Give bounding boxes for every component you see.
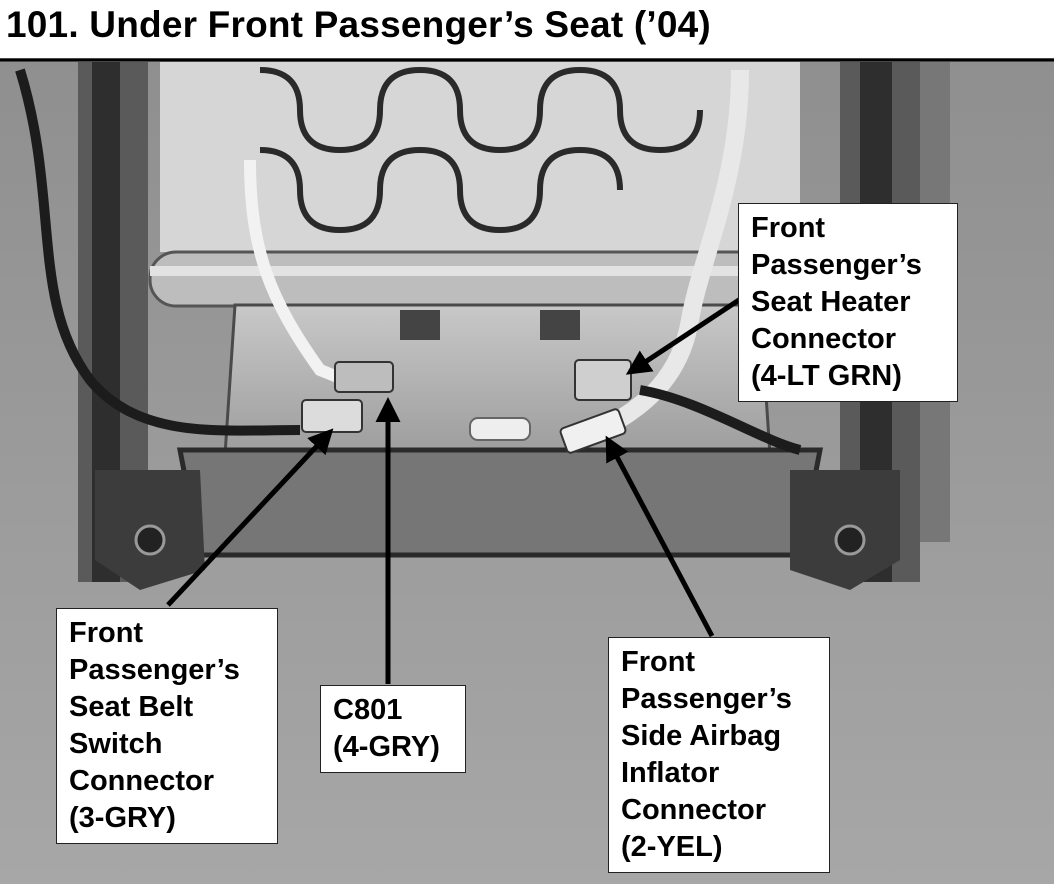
callout-seat-belt-switch-connector: Front Passenger’s Seat Belt Switch Conne… (56, 608, 278, 844)
callout-c801: C801 (4-GRY) (320, 685, 466, 773)
seat-spring (259, 66, 703, 154)
c801-connector (334, 361, 394, 393)
callout-line: (4-GRY) (333, 731, 440, 763)
side-airbag-connector (559, 408, 627, 454)
callout-line: Inflator (621, 757, 720, 789)
callout-line: (4-LT GRN) (751, 360, 902, 392)
arrow-side-airbag (605, 435, 715, 638)
callout-line: Connector (621, 794, 766, 826)
page-title: 101. Under Front Passenger’s Seat (’04) (6, 4, 711, 45)
callout-line: Passenger’s (621, 683, 792, 715)
wire-harness-left (15, 68, 301, 436)
wire-harness-white (244, 159, 348, 386)
callout-line: Side Airbag (621, 720, 782, 752)
cross-tube (148, 250, 842, 308)
callout-line: Passenger’s (69, 654, 240, 686)
callout-seat-heater-connector: Front Passenger’s Seat Heater Connector … (738, 203, 958, 402)
seat-belt-switch-connector (301, 399, 363, 433)
callout-line: Passenger’s (751, 249, 922, 281)
callout-line: C801 (333, 694, 403, 726)
callout-line: Seat Belt (69, 691, 194, 723)
callout-line: Switch (69, 728, 163, 760)
callout-line: (2-YEL) (621, 831, 723, 863)
callout-line: (3-GRY) (69, 802, 176, 834)
front-bar (176, 447, 824, 558)
seat-heater-connector (574, 359, 632, 401)
callout-line: Front (621, 646, 696, 678)
seat-cushion (160, 62, 800, 252)
airbag-harness (595, 69, 749, 439)
callout-line: Seat Heater (751, 286, 911, 318)
seat-underside-photo (0, 58, 1054, 884)
callout-line: Front (69, 617, 144, 649)
callout-side-airbag-inflator-connector: Front Passenger’s Side Airbag Inflator C… (608, 637, 830, 873)
callout-line: Connector (751, 323, 896, 355)
arrow-seat-belt (166, 428, 334, 607)
arrow-seat-heater (625, 295, 744, 375)
callout-line: Front (751, 212, 826, 244)
callout-line: Connector (69, 765, 214, 797)
